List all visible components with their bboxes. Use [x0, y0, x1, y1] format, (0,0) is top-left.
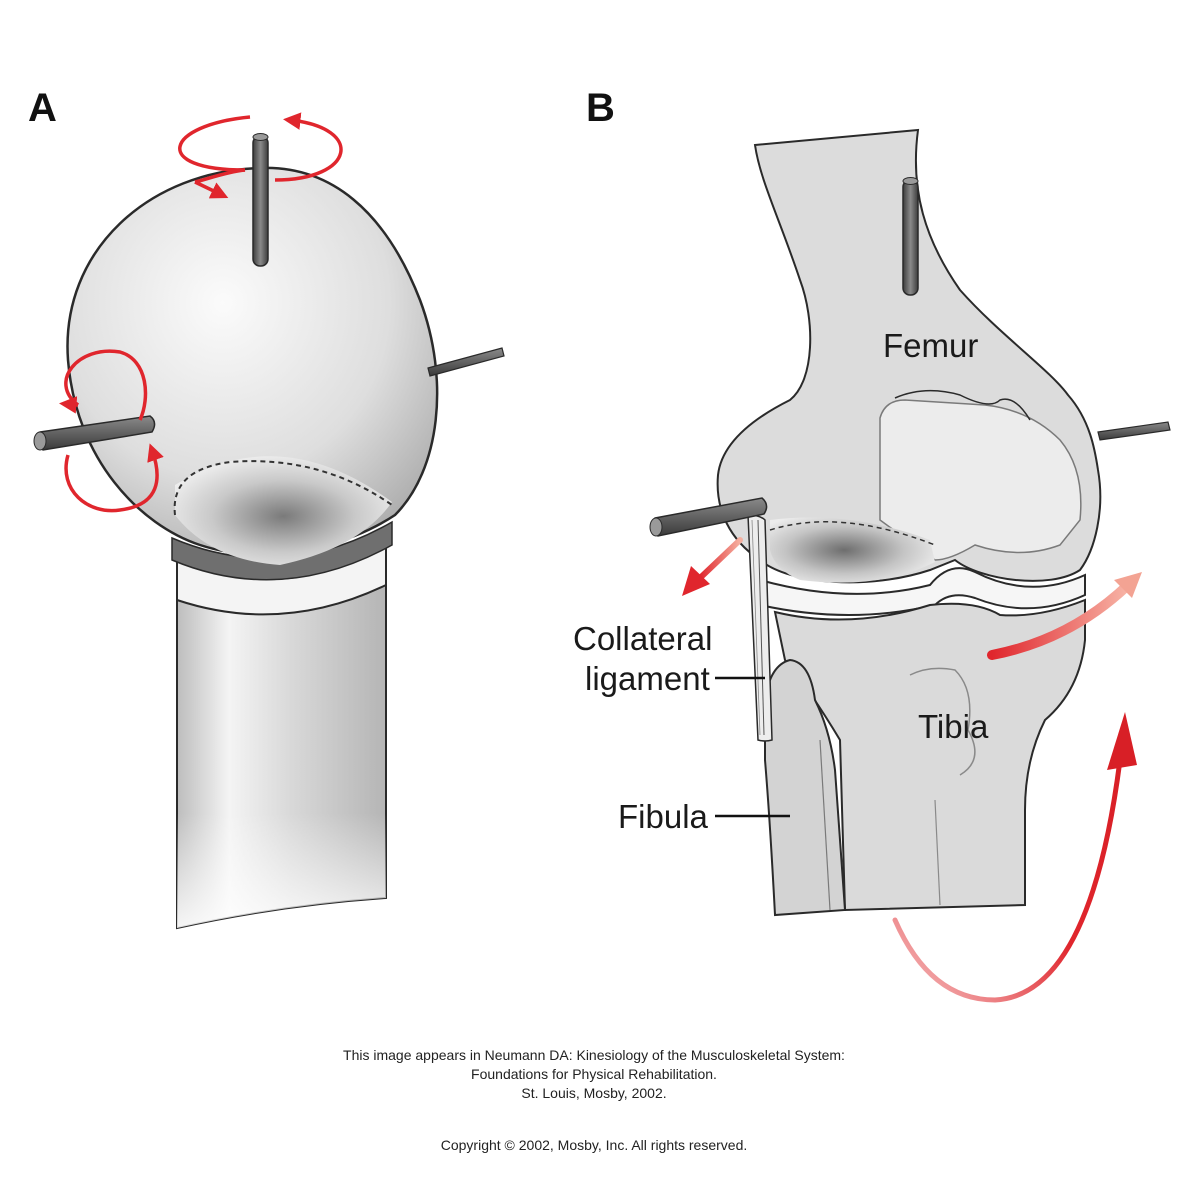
femur-axis-pin [902, 177, 919, 296]
panel-b: B Femur Tibia [573, 86, 1171, 1003]
shaft [171, 520, 393, 930]
curved-arrow-head [1107, 712, 1137, 770]
vertical-axis-pin [252, 133, 269, 267]
femur: Femur [716, 128, 1102, 584]
knee-lateral-pin [1097, 421, 1171, 441]
right-arrow-head [1114, 572, 1142, 598]
femur-label: Femur [883, 327, 978, 364]
collateral-ligament-label-line1: Collateral [573, 620, 712, 657]
left-arrow-head [682, 566, 710, 596]
rotation-arrow-horizontal-axis [59, 349, 164, 513]
tibia-label: Tibia [918, 708, 989, 745]
copyright-notice: Copyright © 2002, Mosby, Inc. All rights… [440, 1137, 748, 1153]
fibula-label: Fibula [618, 798, 709, 835]
caption-line-3: St. Louis, Mosby, 2002. [521, 1085, 667, 1101]
anteroposterior-axis-pin [427, 347, 505, 377]
tibia: Tibia [773, 598, 1086, 912]
knee-horizontal-pin [649, 497, 768, 537]
rotation-arrow-vertical-axis [178, 112, 343, 199]
caption-line-2: Foundations for Physical Rehabilitation. [471, 1066, 717, 1082]
panel-b-letter: B [586, 86, 615, 130]
collateral-ligament-label-line2: ligament [585, 660, 710, 697]
panel-a: A [28, 86, 505, 930]
source-caption: This image appears in Neumann DA: Kinesi… [0, 1046, 1188, 1103]
fibula: Fibula [618, 658, 847, 917]
varus-valgus-arrows [682, 537, 1142, 1003]
joint-line [759, 567, 1086, 616]
caption-line-1: This image appears in Neumann DA: Kinesi… [343, 1047, 845, 1063]
horizontal-axis-pin [33, 415, 156, 451]
panel-a-letter: A [28, 86, 57, 130]
collateral-ligament: Collateral ligament [573, 514, 773, 742]
